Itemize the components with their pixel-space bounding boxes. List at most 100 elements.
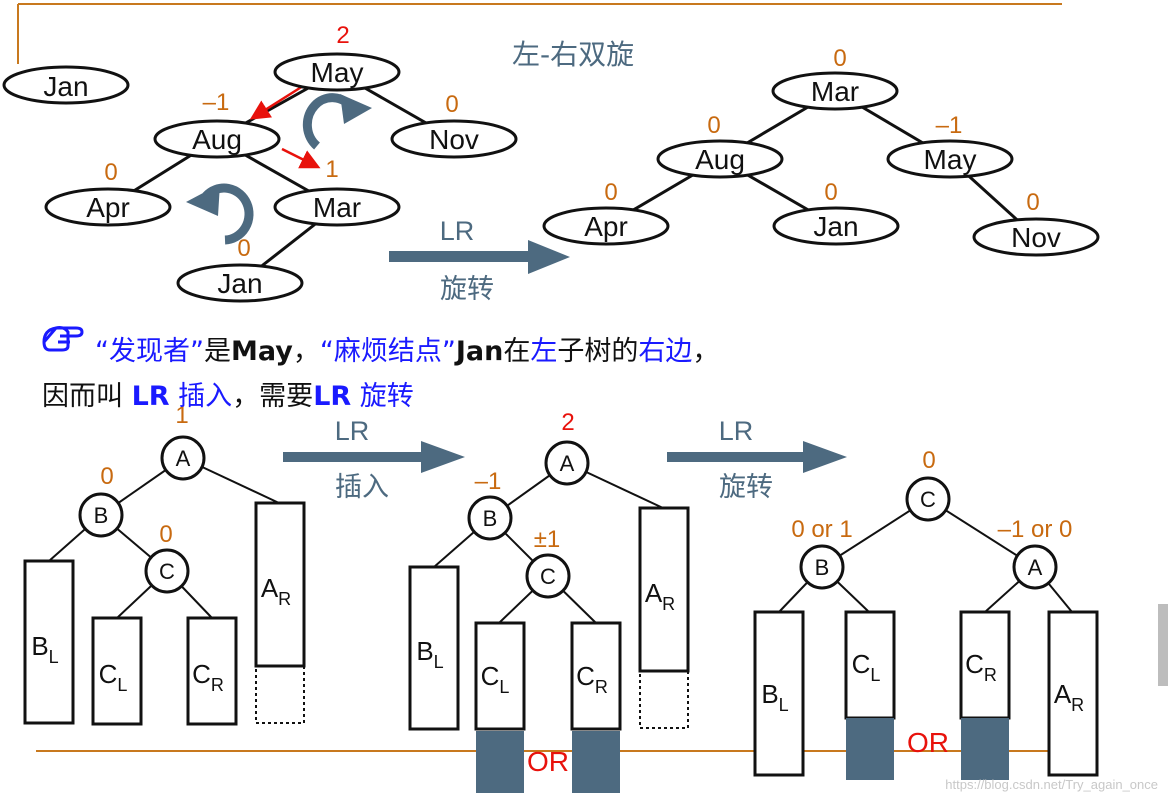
explanation-segment: 右边	[638, 336, 693, 367]
subtree-label: BL	[31, 631, 58, 667]
subtree-label: AR	[1054, 679, 1084, 715]
tree-node-may	[273, 52, 401, 92]
diagram-3-filled-block-left	[846, 718, 894, 780]
explanation-segment: 插入	[169, 381, 233, 412]
balance-factor: 0	[445, 91, 458, 118]
node-label: A	[176, 446, 191, 471]
subtree-label: CL	[99, 659, 128, 695]
explanation-segment: LR	[131, 381, 170, 412]
explanation-line-1: “发现者”是May，“麻烦结点”Jan在左子树的右边，	[95, 329, 719, 368]
explanation-segment: LR	[313, 381, 352, 412]
explanation-segment: 在	[503, 336, 531, 367]
tree-node-mar	[771, 71, 899, 111]
node-c	[144, 548, 190, 594]
balance-factor: 0	[824, 179, 837, 206]
top-arrow-label-2: 旋转	[440, 274, 494, 305]
rotate-clockwise-icon	[302, 93, 372, 150]
node-b	[467, 495, 513, 541]
node-b	[78, 492, 124, 538]
balance-factor: ±1	[534, 526, 561, 553]
bottom-lr-rotate-arrow	[667, 441, 847, 473]
balance-factor: –1	[936, 112, 963, 139]
top-arrow-label-1: LR	[440, 216, 475, 246]
balance-factor: –1	[203, 89, 230, 116]
balance-factor: 1	[325, 156, 338, 183]
balance-factor: 0	[604, 179, 617, 206]
node-label: B	[483, 506, 498, 531]
explanation-segment: “发现者”	[95, 336, 204, 367]
side-scroll-handle[interactable]	[1158, 604, 1168, 686]
balance-factor: 0	[100, 463, 113, 490]
tree-node-may	[886, 139, 1014, 179]
tree-node-label: May	[311, 57, 364, 88]
explanation-segment: 左	[530, 336, 558, 367]
node-label: A	[1028, 555, 1043, 580]
balance-factor: 2	[561, 409, 574, 436]
explanation-segment: “麻烦结点”	[319, 336, 456, 367]
node-a	[1012, 544, 1058, 590]
tree-node-aug	[153, 119, 281, 159]
subtree-label: CL	[852, 649, 881, 685]
balance-factor: 0	[1026, 189, 1039, 216]
diagram-1-dotted-extension	[255, 665, 305, 724]
tree-node-apr	[542, 206, 670, 246]
red-arrow-1	[249, 84, 304, 120]
tree-node-label: Nov	[1011, 222, 1061, 253]
tree-node-label: Mar	[313, 192, 361, 223]
floating-node-jan	[2, 65, 130, 105]
balance-factor: 1	[175, 402, 188, 429]
tree-node-aug	[656, 139, 784, 179]
rotate-counterclockwise-icon	[186, 183, 254, 245]
explanation-segment: Jan	[455, 336, 504, 367]
explanation-segment: 是	[203, 336, 231, 367]
tree-node-mar	[273, 187, 401, 227]
node-c	[525, 553, 571, 599]
subtree-label: CR	[576, 661, 608, 697]
or-label-2: OR	[907, 727, 949, 758]
node-label: B	[815, 555, 830, 580]
balance-factor: 0	[707, 112, 720, 139]
node-b	[799, 544, 845, 590]
explanation-segment: 因而叫	[42, 381, 132, 412]
diagram-3-filled-block-right	[961, 718, 1009, 780]
tree-node-label: Apr	[584, 211, 628, 242]
balance-factor: 0	[833, 45, 846, 72]
tree-node-jan	[176, 263, 304, 303]
node-label: C	[159, 559, 175, 584]
tree-node-label: Mar	[811, 76, 859, 107]
bottom-lr-insert-arrow	[283, 441, 465, 473]
rotate-arrow-label-2: 旋转	[719, 472, 773, 503]
rotate-arrow-label-1: LR	[719, 416, 754, 446]
explanation-segment: May	[230, 336, 293, 367]
balance-factor: 0 or 1	[791, 516, 852, 543]
floating-node-label: Jan	[43, 71, 88, 102]
tree-node-label: Apr	[86, 192, 130, 223]
balance-factor: 0	[104, 159, 117, 186]
node-label: A	[560, 451, 575, 476]
tree-node-label: Jan	[217, 268, 262, 299]
tree-node-label: Aug	[192, 124, 242, 155]
subtree-label: BL	[416, 636, 443, 672]
subtree-label: BL	[761, 679, 788, 715]
node-label: C	[920, 487, 936, 512]
balance-factor: –1 or 0	[998, 516, 1073, 543]
balance-factor: 2	[336, 22, 349, 49]
diagram-2-subtrees	[408, 506, 690, 731]
red-arrow-2	[281, 147, 321, 169]
tree-node-apr	[44, 187, 172, 227]
or-label-1: OR	[527, 746, 569, 777]
balance-factor: 0	[922, 447, 935, 474]
tree-node-label: Nov	[429, 124, 479, 155]
watermark: https://blog.csdn.net/Try_again_once	[945, 777, 1158, 792]
explanation-segment: ，	[692, 336, 720, 367]
explanation-segment: 旋转	[351, 381, 414, 412]
tree-node-jan	[772, 206, 900, 246]
rotation-title: 左-右双旋	[512, 38, 634, 71]
tree-node-nov	[972, 217, 1100, 257]
tree-node-label: May	[924, 144, 977, 175]
subtree-label: CR	[192, 659, 224, 695]
balance-factor: –1	[475, 468, 502, 495]
pointing-hand-icon	[42, 326, 84, 352]
insert-arrow-label-2: 插入	[335, 472, 389, 503]
